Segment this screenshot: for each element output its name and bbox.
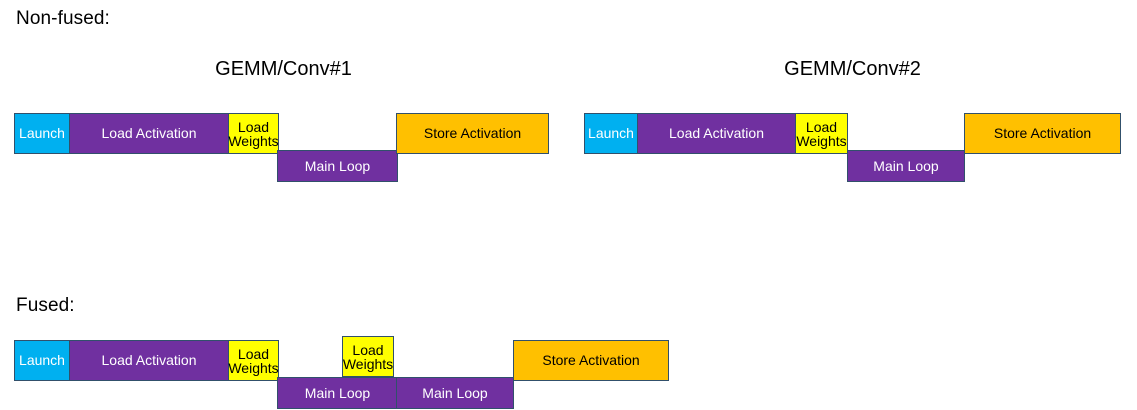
section-label: Non-fused: xyxy=(16,8,110,29)
block-label: Launch xyxy=(19,352,65,369)
block-launch: Launch xyxy=(584,113,638,154)
block-label: Launch xyxy=(19,125,65,142)
block-label: Load Activation xyxy=(101,125,197,142)
block-store-activation: Store Activation xyxy=(513,340,669,381)
block-label: Store Activation xyxy=(423,125,522,142)
block-label: Store Activation xyxy=(542,352,640,369)
block-launch: Launch xyxy=(14,340,70,381)
block-launch: Launch xyxy=(14,113,70,154)
block-store-activation: Store Activation xyxy=(964,113,1121,154)
section-label: Fused: xyxy=(16,295,75,316)
block-load-activation: Load Activation xyxy=(637,113,796,154)
block-label: Main Loop xyxy=(304,384,371,401)
block-load-activation: Load Activation xyxy=(69,340,229,381)
block-store-activation: Store Activation xyxy=(396,113,549,154)
block-main-loop: Main Loop xyxy=(277,150,398,182)
block-label: Store Activation xyxy=(993,125,1092,142)
block-label: Main Loop xyxy=(873,157,939,174)
block-label: Load Activation xyxy=(101,352,197,369)
block-main-loop-1: Main Loop xyxy=(277,377,398,409)
block-label: Main Loop xyxy=(304,157,371,174)
group-title: GEMM/Conv#1 xyxy=(215,58,352,80)
block-load-activation: Load Activation xyxy=(69,113,229,154)
group-title: GEMM/Conv#2 xyxy=(784,58,921,80)
block-main-loop: Main Loop xyxy=(847,150,965,182)
block-main-loop-2: Main Loop xyxy=(396,377,514,409)
block-label: Launch xyxy=(588,125,634,142)
block-label: Main Loop xyxy=(422,384,488,401)
block-label: Load Activation xyxy=(669,125,764,142)
